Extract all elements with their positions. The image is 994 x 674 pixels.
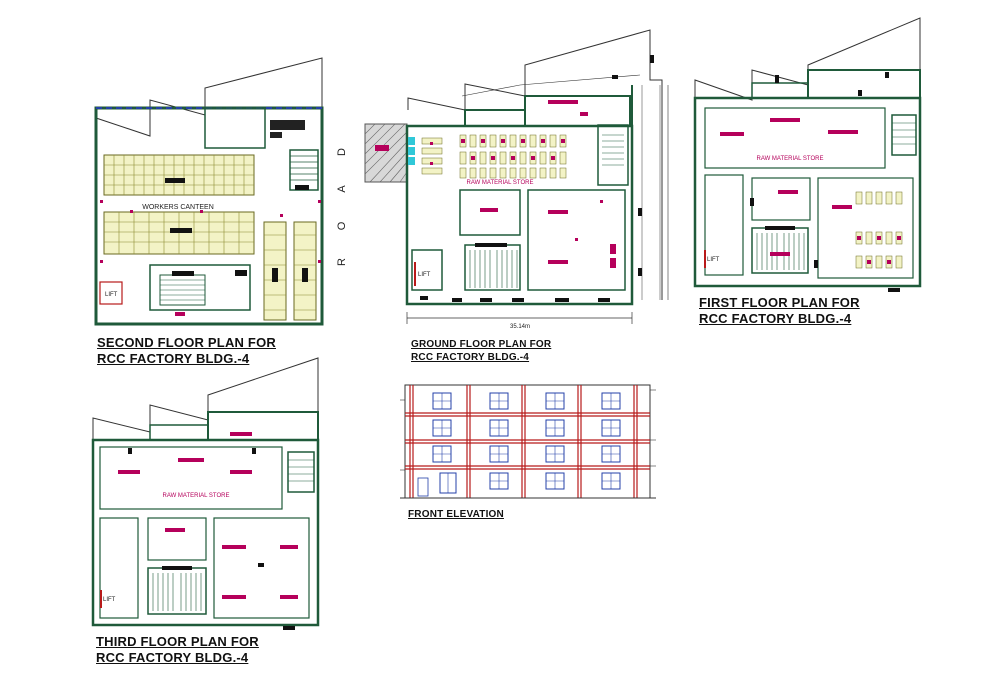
third-floor-plan: RAW MATERIAL STORE LIFT	[91, 357, 320, 630]
road-label: D A O R	[336, 148, 348, 266]
second-floor-title-line1: SECOND FLOOR PLAN FOR	[97, 335, 276, 350]
first-floor-plan: RAW MATERIAL STORE LIFT	[693, 17, 922, 292]
first-floor-title-line1: FIRST FLOOR PLAN FOR	[699, 295, 860, 310]
svg-text:LIFT: LIFT	[105, 292, 118, 298]
lift	[99, 281, 123, 305]
svg-text:LIFT: LIFT	[707, 257, 720, 263]
site-boundary	[694, 17, 921, 110]
store-label: RAW MATERIAL STORE	[162, 493, 229, 499]
svg-text:D: D	[336, 148, 348, 156]
site-boundary	[95, 57, 323, 148]
front-elevation	[400, 384, 656, 499]
ground-floor-title-line2: RCC FACTORY BLDG.-4	[411, 352, 530, 363]
canteen-label: WORKERS CANTEEN	[142, 204, 214, 211]
svg-text:R: R	[336, 258, 348, 266]
svg-text:LIFT: LIFT	[103, 597, 116, 603]
svg-text:A: A	[336, 185, 348, 193]
dimension-label: 35.14m	[510, 324, 530, 330]
front-elevation-title: FRONT ELEVATION	[408, 509, 504, 520]
third-floor-title-line2: RCC FACTORY BLDG.-4	[96, 650, 249, 665]
ground-floor-plan: RAW MATERIAL STORE LIFT 35.14m	[364, 29, 669, 330]
second-floor-plan: WORKERS CANTEEN	[94, 57, 324, 326]
store-label: RAW MATERIAL STORE	[466, 180, 533, 186]
third-floor-title-line1: THIRD FLOOR PLAN FOR	[96, 634, 259, 649]
svg-text:LIFT: LIFT	[418, 272, 431, 278]
svg-text:O: O	[336, 221, 348, 230]
ground-floor-title-line1: GROUND FLOOR PLAN FOR	[411, 339, 552, 350]
store-label: RAW MATERIAL STORE	[756, 156, 823, 162]
site-boundary	[92, 357, 319, 447]
staircase	[147, 567, 207, 615]
second-floor-title-line2: RCC FACTORY BLDG.-4	[97, 351, 250, 366]
staircase	[751, 227, 809, 274]
site-boundary	[407, 29, 663, 300]
first-floor-title-line2: RCC FACTORY BLDG.-4	[699, 311, 852, 326]
